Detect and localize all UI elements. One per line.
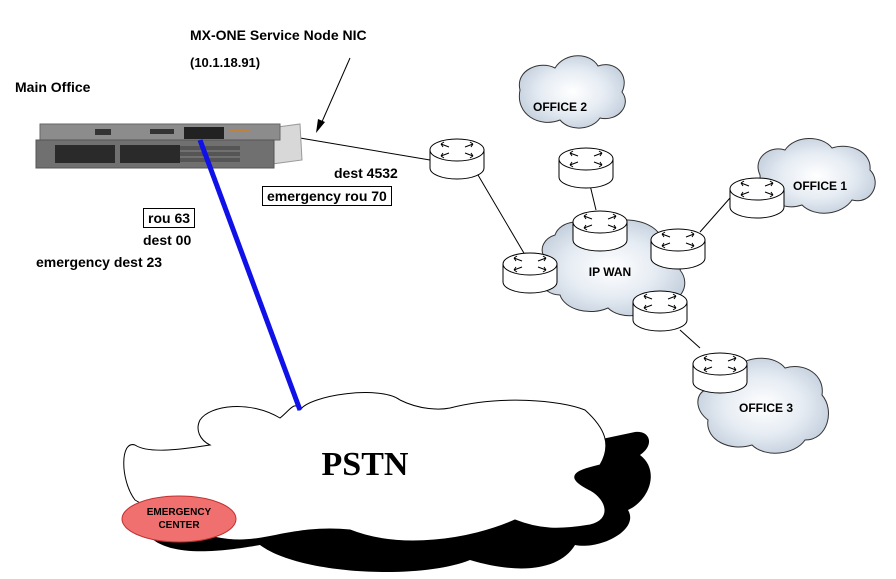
office-2-cloud: [518, 55, 626, 129]
node-title: MX-ONE Service Node NIC: [190, 27, 367, 43]
office3-to-wan-link: [679, 329, 701, 349]
office-1-cloud: [757, 138, 876, 214]
ip-wan-label: IP WAN: [589, 265, 631, 279]
router-wan-left: [502, 252, 558, 294]
emergency-center: [121, 495, 237, 543]
office1-to-wan-link: [699, 197, 731, 233]
router-main-office: [429, 138, 485, 180]
main-office-label: Main Office: [15, 79, 91, 95]
ethernet-ports: [184, 127, 224, 139]
router-office-3: [692, 352, 748, 394]
nic-pointer-arrow: [316, 57, 351, 133]
pstn-cloud: [123, 392, 607, 542]
emergency-center-label-line2: CENTER: [158, 520, 200, 531]
node-ip: (10.1.18.91): [190, 55, 261, 70]
router-wan-right: [650, 228, 706, 270]
router-to-wan-link: [477, 174, 529, 261]
ip-dest-label: dest 4532: [334, 165, 398, 181]
pstn-dest-label: dest 00: [143, 232, 192, 248]
mx-one-server: [35, 123, 303, 169]
office-2-label: OFFICE 2: [533, 100, 587, 114]
office-3-label: OFFICE 3: [739, 401, 793, 415]
office-1-label: OFFICE 1: [793, 179, 847, 193]
emergency-dest-label: emergency dest 23: [36, 254, 163, 270]
ip-links: [299, 137, 731, 349]
pstn-label: PSTN: [322, 446, 409, 483]
emergency-center-label-line1: EMERGENCY: [147, 507, 212, 518]
router-wan-top: [572, 210, 628, 252]
office2-to-wan-link: [589, 184, 597, 211]
router-office-2: [558, 147, 614, 189]
nic-to-router-link: [299, 137, 431, 161]
route-box: rou 63: [143, 208, 196, 228]
router-office-1: [729, 177, 785, 219]
emergency-route-box: emergency rou 70: [262, 186, 392, 206]
router-wan-bottom: [632, 290, 688, 332]
pstn-trunk-line: [197, 139, 303, 411]
